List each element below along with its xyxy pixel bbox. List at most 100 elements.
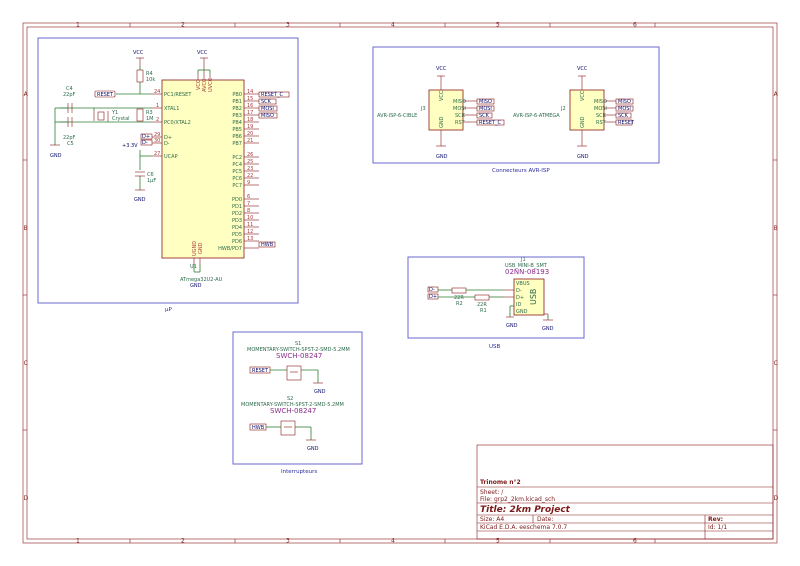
resistor-r3[interactable]: R3 1M [136, 108, 154, 122]
mcu-u1[interactable]: VCC AVCC UVCC UGND GND U1 ATmega32U2-AU … [152, 74, 259, 283]
col-label: 5 [496, 22, 500, 29]
connector-j3[interactable]: VCC GND J3 AVR-ISP-6-CIBLE MISO MOSI SCK… [377, 66, 505, 160]
mcu-pin-num: 13 [247, 236, 253, 242]
gnd-label: GND [436, 154, 448, 160]
usb-body-label: USB [529, 289, 538, 305]
mcu-pin-name: PC7 [232, 183, 242, 189]
isp-pin-label: GND [580, 116, 586, 128]
col-label: 3 [286, 538, 290, 545]
usb-pin-label: GND [516, 309, 528, 315]
net-label-miso: MISO [618, 99, 631, 105]
row-label: A [24, 91, 29, 98]
isp-pin-label: GND [439, 116, 445, 128]
isp-pin-label: RST [596, 120, 607, 126]
net-flag-dminus [140, 139, 153, 146]
mcu-value: ATmega32U2-AU [180, 277, 223, 283]
net-label-sck: SCK [479, 113, 490, 119]
net-label-sck: SCK [261, 99, 272, 105]
net-label-mosi: MOSI [618, 106, 631, 112]
tb-id: Id: 1/1 [708, 524, 727, 531]
c5-ref: C5 [67, 141, 74, 147]
vcc-label: VCC [436, 66, 447, 72]
resistor-r1[interactable]: 22R R1 [474, 294, 490, 314]
mcu-pin-num: 19 [247, 124, 253, 130]
group-box-avr [372, 46, 660, 164]
s1-ref: S1 [295, 341, 301, 347]
row-label: C [24, 360, 28, 367]
net-label-reset: RESET [97, 92, 114, 98]
net-label-mosi: MOSI [261, 106, 274, 112]
mcu-pin-num: 21 [247, 138, 253, 144]
r3-ref: R3 [146, 110, 153, 116]
y1-value: Crystal [112, 116, 130, 122]
net-label-dplus: D+ [429, 294, 437, 300]
connector-j2[interactable]: VCC GND J2 AVR-ISP-6-ATMEGA MISO MOSI SC… [513, 66, 635, 160]
resistor-r2[interactable]: 22R R2 [451, 287, 467, 307]
vcc-label: VCC [197, 50, 208, 56]
mcu-pin-num: 20 [247, 131, 253, 137]
vcc-symbol: VCC [133, 50, 144, 66]
gnd-label: GND [190, 283, 202, 289]
net-label-dplus: D+ [142, 134, 150, 140]
mcu-pin-name: PB4 [232, 120, 242, 126]
tb-title: Title: 2km Project [480, 505, 571, 515]
tb-rev: Rev: [708, 516, 723, 523]
tb-tool: KiCad E.D.A. eeschema 7.0.7 [480, 524, 567, 531]
capacitor-c6[interactable]: C6 1µF [135, 171, 156, 184]
mcu-pin-num: 7 [247, 201, 250, 207]
mcu-pin-name: PC2 [232, 155, 242, 161]
col-label: 1 [76, 538, 80, 545]
capacitor-c4[interactable]: C4 22pF [63, 86, 76, 113]
mcu-pin-num: 25 [247, 159, 253, 165]
mcu-pin-name: HWB/PD7 [218, 246, 242, 252]
gnd-label: GND [542, 326, 554, 332]
mcu-pin-name: PD4 [232, 225, 242, 231]
isp-pin-label: MISO [594, 99, 607, 105]
net-label-mosi: MOSI [479, 106, 492, 112]
group-box-switches [232, 331, 363, 465]
mcu-pin-name: D+ [164, 135, 172, 141]
mcu-pin-name: PB7 [232, 141, 242, 147]
switch-s1[interactable]: S1 MOMENTARY-SWITCH-SPST-2-SMD-5.2MM SWC… [247, 341, 350, 381]
resistor-r4[interactable]: R4 10k [136, 69, 155, 83]
j1-ref: J1 [520, 257, 526, 263]
gnd-label: GND [134, 197, 146, 203]
col-label: 3 [286, 22, 290, 29]
c5-value: 22pF [63, 135, 76, 141]
mcu-pin-num: 29 [154, 132, 160, 138]
capacitor-c5[interactable]: 22pF C5 [63, 117, 76, 147]
mcu-net-flags: RESET_C SCK MOSI MISO HWB [258, 91, 290, 248]
mcu-pin-name: UCAP [164, 154, 178, 160]
row-label: A [774, 91, 779, 98]
group-box-up [37, 37, 299, 304]
mcu-pin-uvcc: UVCC [208, 77, 214, 92]
mcu-pin-num: 1 [156, 103, 159, 109]
mcu-pin-name: PB2 [232, 106, 242, 112]
mcu-pin-gnd: GND [198, 242, 204, 254]
mcu-pin-num: 24 [154, 89, 160, 95]
r2-ref: R2 [456, 301, 463, 307]
usb-connector-j1[interactable]: J1 USB_MINI-B_SMT 02NN-08193 VBUS D- D+ … [504, 257, 549, 316]
isp-pin-label: SCK [455, 113, 466, 119]
net-flag-dplus [427, 293, 439, 300]
group-title-up: µP [165, 307, 172, 313]
tb-date: Date: [537, 516, 553, 523]
col-label: 5 [496, 538, 500, 545]
tb-project-name: Trinome n°2 [480, 479, 521, 486]
title-block: Trinome n°2 Sheet: / File: grp2_2km.kica… [476, 444, 774, 540]
mcu-pin-num: 9 [247, 180, 250, 186]
col-label: 2 [181, 22, 185, 29]
crystal-y1[interactable]: Y1 Crystal [93, 110, 130, 122]
mcu-pin-name: D- [164, 141, 170, 147]
row-label: C [774, 360, 778, 367]
gnd-label: GND [50, 153, 62, 159]
c6-ref: C6 [147, 172, 154, 178]
mcu-ref: U1 [190, 264, 197, 270]
mcu-pin-num: 16 [247, 103, 253, 109]
j3-value: AVR-ISP-6-CIBLE [377, 113, 417, 119]
s2-part: SWCH-08247 [270, 407, 316, 415]
mcu-pin-name: PC4 [232, 162, 242, 168]
switch-s2[interactable]: S2 MOMENTARY-SWITCH-SPST-2-SMD-5.2MM SWC… [241, 396, 344, 436]
r1-ref: R1 [480, 308, 487, 314]
